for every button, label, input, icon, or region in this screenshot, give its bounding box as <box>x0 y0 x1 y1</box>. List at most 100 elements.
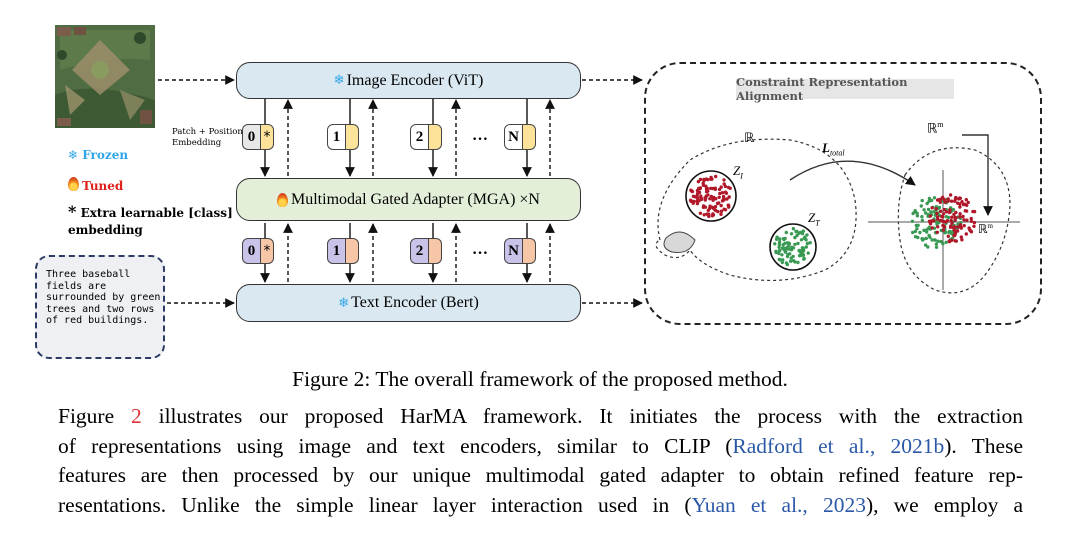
scatter-point <box>774 237 779 241</box>
scatter-point <box>960 238 964 242</box>
scatter-point <box>972 224 976 228</box>
scatter-point <box>780 253 784 257</box>
scatter-point <box>774 249 778 253</box>
scatter-point <box>934 242 939 246</box>
scatter-point <box>711 212 715 216</box>
scatter-point <box>941 228 946 232</box>
scatter-point <box>939 209 943 213</box>
scatter-point <box>929 198 934 203</box>
scatter-point <box>795 233 799 238</box>
citation-radford-link[interactable]: Radford et al., 2021b <box>732 433 945 458</box>
scatter-point <box>716 209 720 214</box>
scatter-point <box>704 190 709 194</box>
aerial-image-thumbnail <box>55 25 155 128</box>
scatter-point <box>925 230 929 234</box>
scatter-point <box>935 211 939 216</box>
scatter-point <box>960 200 964 204</box>
scatter-point <box>920 215 924 219</box>
scatter-point <box>777 251 781 256</box>
scatter-point <box>697 199 701 203</box>
scatter-point <box>961 214 965 219</box>
scatter-point <box>797 231 801 235</box>
snowflake-icon: ❄ <box>338 295 350 311</box>
scatter-point <box>803 235 807 239</box>
scatter-point <box>955 229 960 233</box>
scatter-point <box>717 195 721 199</box>
scatter-point <box>713 186 717 190</box>
scatter-point <box>698 177 703 182</box>
aerial-image-graphics <box>55 25 155 128</box>
scatter-point <box>934 245 939 249</box>
figure-ref-link[interactable]: 2 <box>131 404 142 428</box>
scatter-point <box>951 225 955 229</box>
scatter-point <box>797 248 801 253</box>
scatter-point <box>796 260 800 265</box>
scatter-point <box>959 235 963 239</box>
scatter-point <box>948 225 953 229</box>
scatter-point <box>958 223 963 227</box>
scatter-point <box>784 230 788 235</box>
scatter-point <box>913 210 917 214</box>
scatter-point <box>946 234 950 238</box>
scatter-point <box>920 237 924 241</box>
scatter-point <box>956 222 960 227</box>
token-index: N <box>504 238 523 264</box>
scatter-point <box>720 191 725 195</box>
scatter-point <box>718 191 722 196</box>
scatter-point <box>801 253 806 257</box>
scatter-point <box>930 226 934 230</box>
patch-position-label: Patch + Position Embedding <box>172 127 243 149</box>
scatter-point <box>723 190 728 194</box>
scatter-point <box>953 233 957 237</box>
paragraph-line-2: of representations using image and text … <box>58 433 1023 458</box>
scatter-point <box>930 238 934 242</box>
scatter-point <box>927 233 931 238</box>
scatter-point <box>726 203 731 207</box>
scatter-point <box>707 206 712 211</box>
scatter-point <box>714 174 718 179</box>
scatter-point <box>919 204 923 208</box>
scatter-point <box>777 242 782 247</box>
scatter-point <box>942 207 946 212</box>
scatter-point <box>962 224 966 228</box>
scatter-point <box>958 215 962 219</box>
scatter-point <box>944 210 949 214</box>
scatter-point <box>923 243 928 247</box>
image-encoder-box: ❄Image Encoder (ViT) <box>236 62 581 99</box>
scatter-point <box>719 203 723 208</box>
scatter-point <box>949 218 953 223</box>
scatter-point <box>722 197 726 201</box>
scatter-point <box>799 238 804 242</box>
scatter-point <box>928 214 932 218</box>
scatter-point <box>791 254 795 259</box>
scatter-point <box>719 209 724 213</box>
legend-star-line2: embedding <box>68 223 143 237</box>
class-token-star: * <box>261 238 274 264</box>
scatter-point <box>722 182 726 186</box>
scatter-point <box>961 202 966 207</box>
legend-star: * Extra learnable [class] embedding <box>68 203 233 239</box>
scatter-point <box>942 197 946 202</box>
scatter-point <box>942 225 947 229</box>
scatter-point <box>777 240 782 244</box>
scatter-point <box>805 241 810 246</box>
scatter-point <box>934 207 938 211</box>
citation-yuan-link[interactable]: Yuan et al., 2023 <box>691 492 866 517</box>
scatter-point <box>785 254 790 259</box>
zi-label: ZI <box>733 163 743 181</box>
flame-icon <box>277 192 288 207</box>
scatter-point <box>958 196 962 200</box>
scatter-point <box>800 246 805 250</box>
patch-label-line2: Embedding <box>172 138 222 148</box>
image-token-2: 2 <box>410 124 442 150</box>
scatter-point <box>698 211 703 215</box>
token-index: 2 <box>410 124 429 150</box>
scatter-point <box>781 258 785 262</box>
scatter-point <box>969 230 974 234</box>
scatter-point <box>964 232 968 236</box>
snowflake-icon: ❄ <box>333 73 345 88</box>
scatter-point <box>943 200 947 204</box>
constraint-panel <box>644 62 1042 325</box>
